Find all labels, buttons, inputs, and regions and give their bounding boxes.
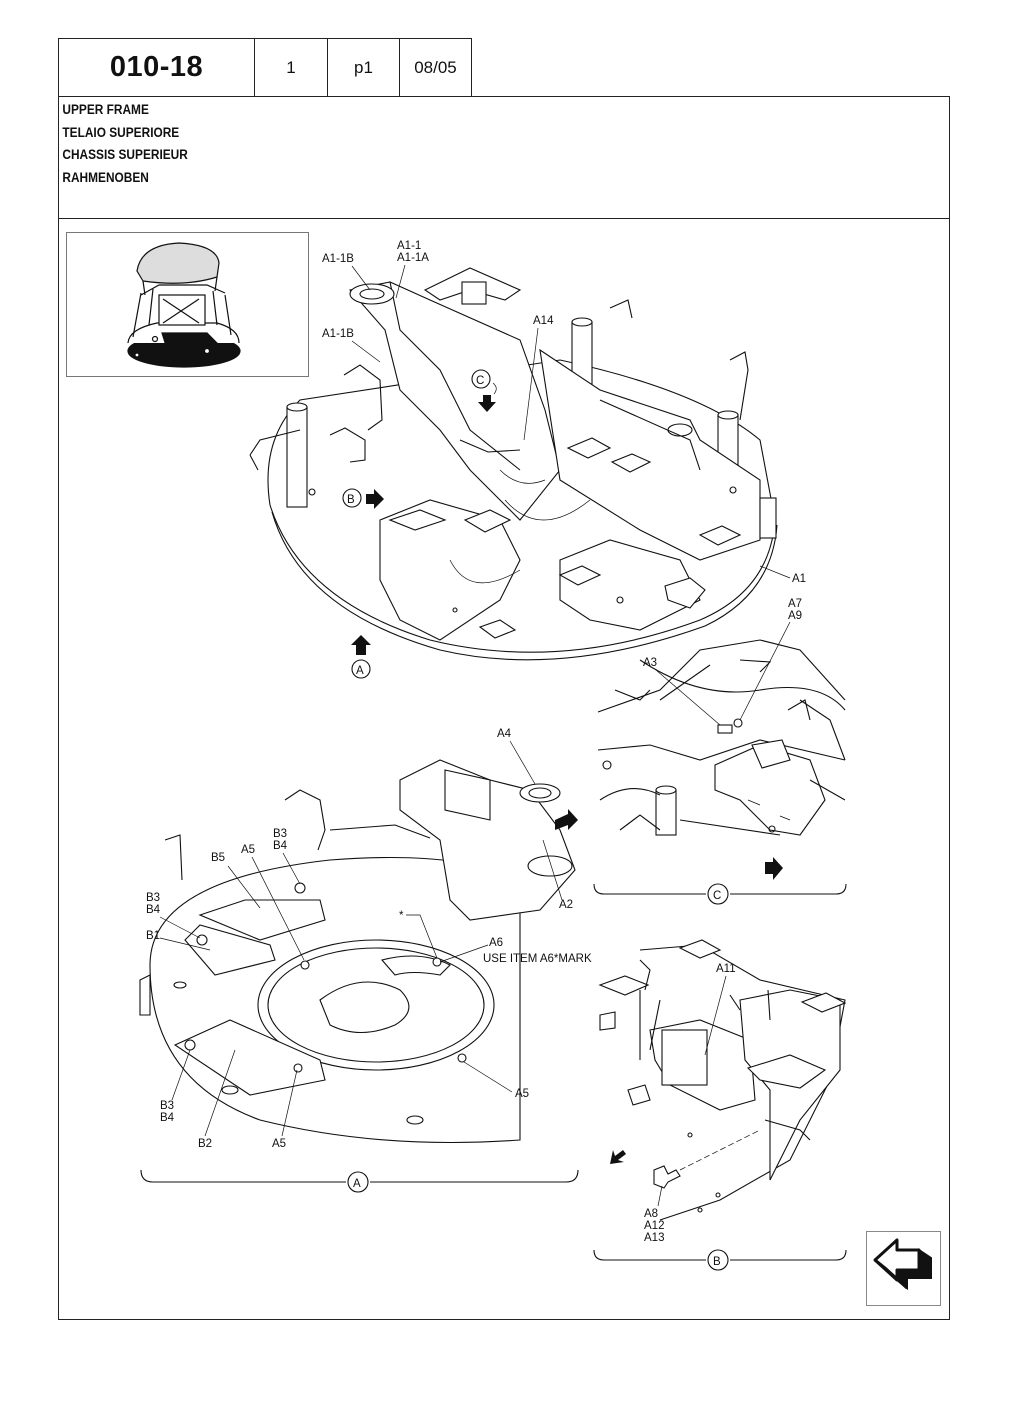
title-fr: CHASSIS SUPERIEUR [62,147,188,162]
callout-b4-top: B4 [273,840,288,852]
machine-thumbnail [66,232,309,377]
callout-a1-1a: A1-1A [397,252,429,264]
view-arrow-b: B [342,488,384,509]
use-item-note: USE ITEM A6*MARK [483,953,592,965]
callout-b1: B1 [146,930,160,942]
caption-b: B [713,1256,721,1268]
callout-b3-left: B3 [146,892,160,904]
view-arrow-c: C [471,369,497,412]
callout-b4-left: B4 [146,904,161,916]
callout-a7: A7 [788,598,802,610]
callout-a1-1b-mid: A1-1B [322,328,354,340]
detail-view-a [139,759,578,1144]
callout-a12: A12 [644,1220,664,1232]
upper-frame-main-view [249,267,778,661]
view-a-label: A [356,665,364,677]
caption-bracket-c [593,883,847,895]
callout-a4: A4 [497,728,512,740]
callout-asterisk: * [399,910,404,922]
callout-a9: A9 [788,610,802,622]
caption-bracket-b [593,1249,847,1261]
callout-a14: A14 [533,315,554,327]
callout-a5-right: A5 [515,1088,529,1100]
callout-a1-1: A1-1 [397,240,421,252]
excavator-thumbnail-image [127,242,241,368]
caption-c: C [713,890,721,902]
callout-a1-1b-top: A1-1B [322,253,354,265]
callout-b4-bottom: B4 [160,1112,175,1124]
callout-b3-top: B3 [273,828,287,840]
view-c-label: C [476,375,484,387]
callout-b5: B5 [211,852,225,864]
callout-b3-bottom: B3 [160,1100,174,1112]
callout-a13: A13 [644,1232,664,1244]
title-en: UPPER FRAME [62,102,149,117]
arrow-next-icon [873,1238,932,1291]
detail-view-c [597,639,846,836]
callout-a1: A1 [792,573,806,585]
title-it: TELAIO SUPERIORE [62,124,180,140]
callout-a11: A11 [716,963,736,975]
view-b-label: B [347,494,355,506]
title-block: UPPER FRAME TELAIO SUPERIORE CHASSIS SUP… [58,96,950,219]
detail-view-b [598,939,847,1221]
callout-b2: B2 [198,1138,212,1150]
callout-a6: A6 [489,937,503,949]
callout-a5-top: A5 [241,844,255,856]
view-c-direction-arrow [765,857,783,880]
view-arrow-a: A [351,635,371,679]
callout-a5-bottom: A5 [272,1138,286,1150]
caption-a: A [353,1178,361,1190]
callout-a8: A8 [644,1208,658,1220]
callout-a2: A2 [559,899,573,911]
page-frame [58,96,950,1320]
callout-a3: A3 [643,657,657,669]
title-de: RAHMENOBEN [62,169,149,185]
next-page-button[interactable] [866,1231,941,1306]
caption-bracket-a [140,1169,579,1183]
